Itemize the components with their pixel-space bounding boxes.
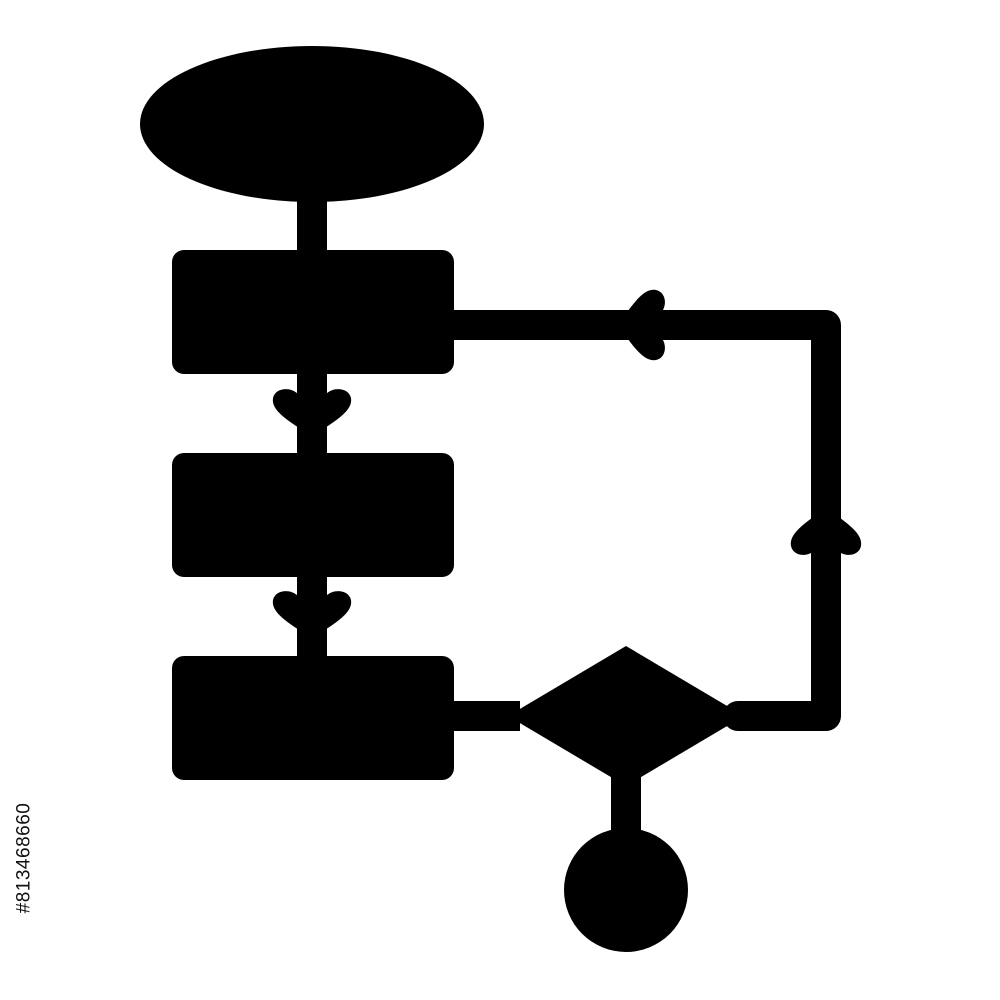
loop-arrows (618, 289, 862, 555)
flowchart-shapes (140, 46, 744, 952)
end-circle (564, 828, 688, 952)
arrow-down-icon (272, 389, 352, 436)
process-box-3 (172, 656, 454, 780)
decision-diamond (508, 646, 744, 786)
stock-id-text: #813468660 (13, 802, 35, 914)
connector-start-to-box1 (297, 195, 327, 257)
stock-id-label: #813468660 (6, 760, 42, 956)
arrow-down-icon (272, 591, 352, 638)
process-box-1 (172, 250, 454, 374)
arrow-up-icon (790, 508, 862, 555)
start-ellipse (140, 46, 484, 202)
arrow-left-icon (618, 289, 665, 361)
process-box-2 (172, 453, 454, 577)
